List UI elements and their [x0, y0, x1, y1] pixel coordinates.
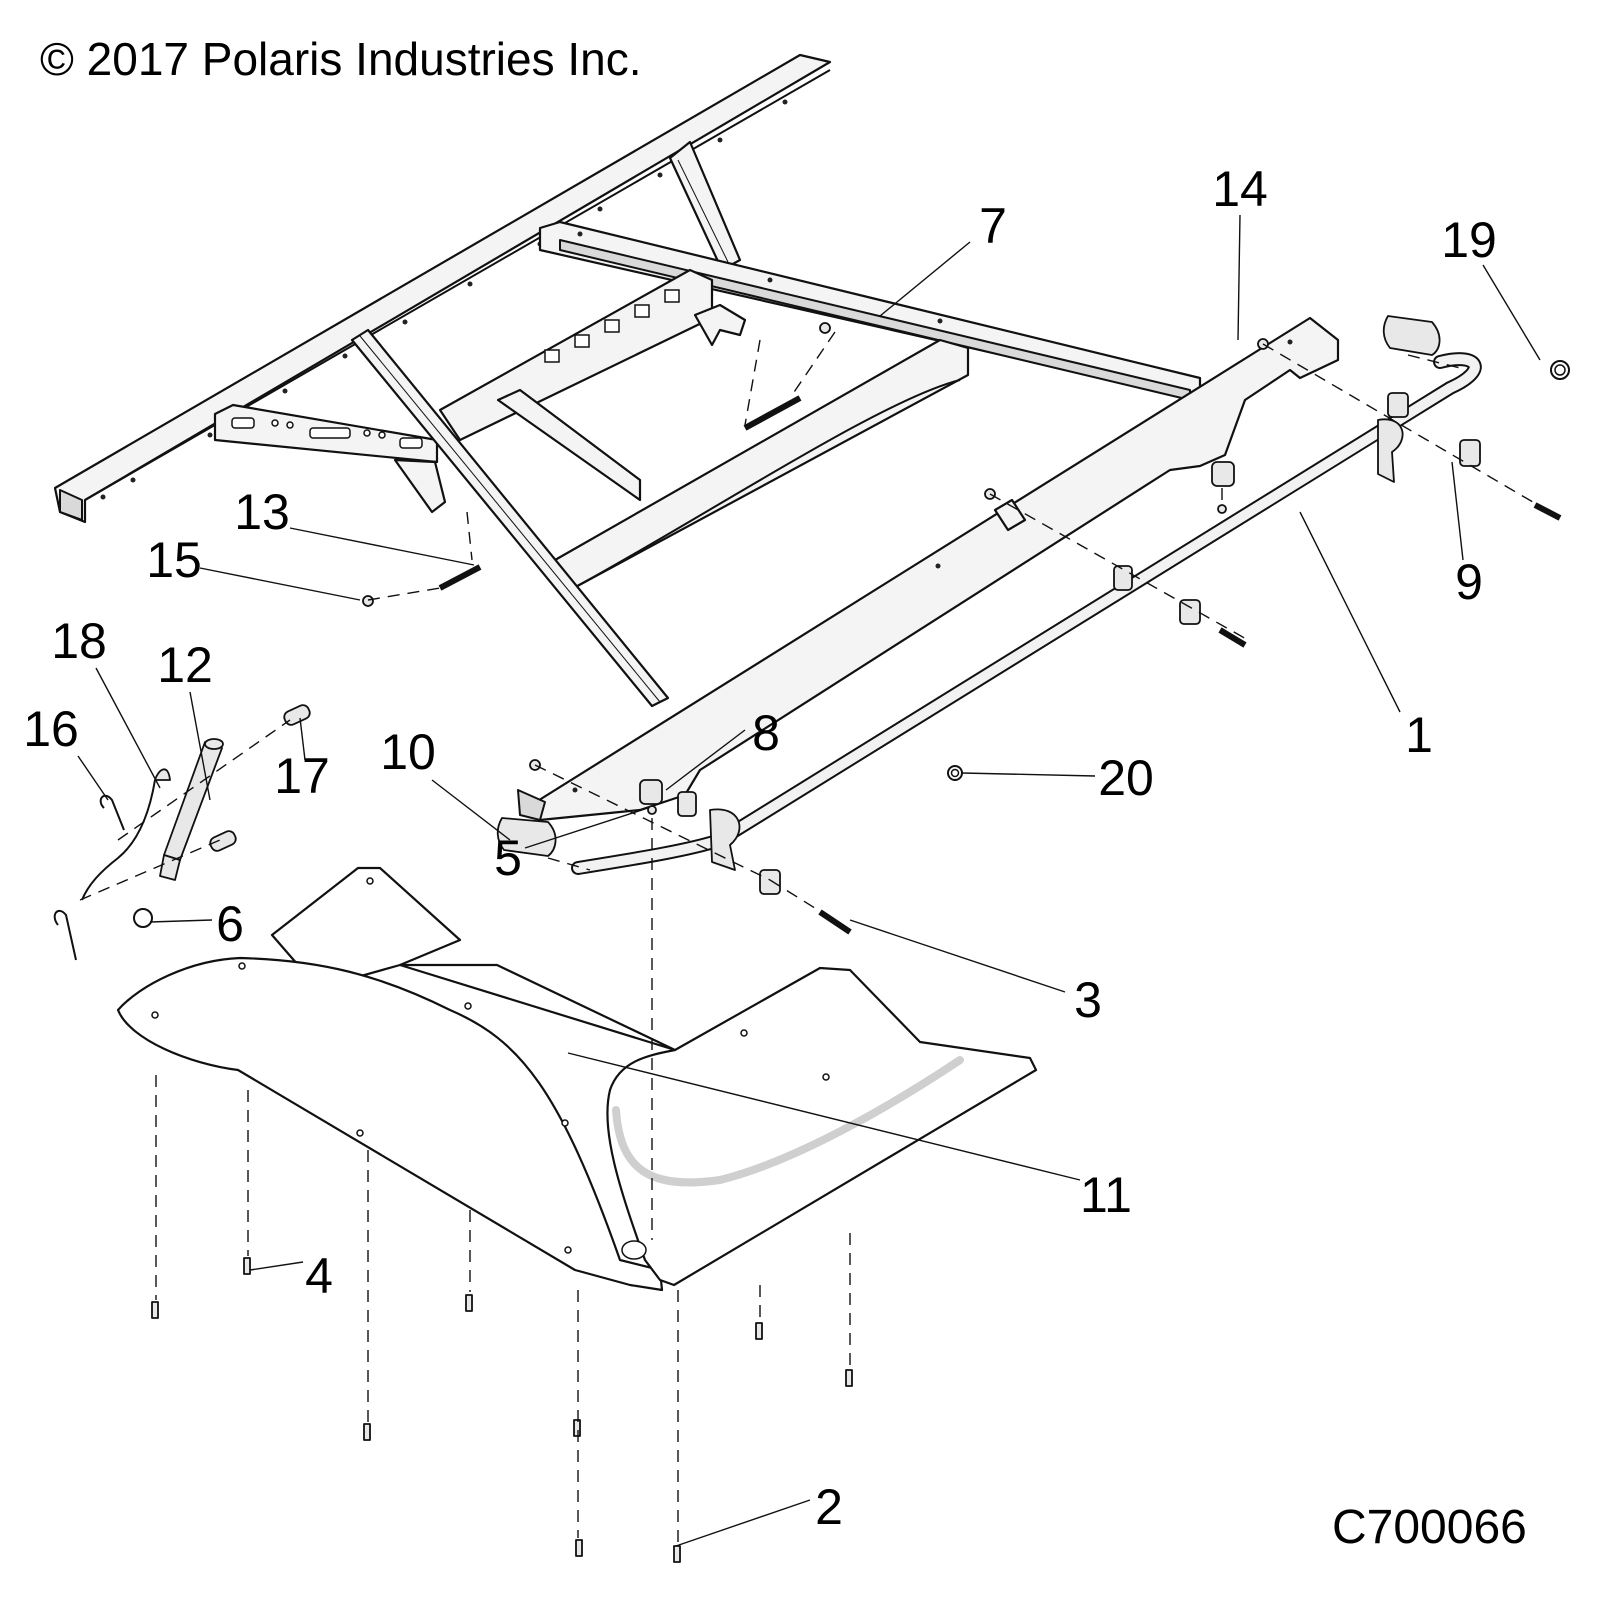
frame-upper-crossmember	[538, 220, 1202, 402]
copyright-notice: © 2017 Polaris Industries Inc.	[40, 33, 642, 85]
part-9-clamps	[677, 392, 1481, 895]
part-1-pivot-rod	[571, 352, 1482, 875]
part-18-lanyard	[81, 768, 171, 901]
frame-upright-post	[668, 140, 742, 272]
part-10-sleeves	[496, 315, 1441, 857]
callout-17: 17	[274, 748, 330, 804]
assembly-lines	[79, 331, 1556, 1544]
callout-16: 16	[23, 701, 79, 757]
part-8-rubber-bumpers	[639, 461, 1235, 805]
leader-lines	[77, 214, 1541, 1547]
hardware-nuts-bolts	[362, 322, 1562, 935]
callout-6: 6	[216, 896, 244, 952]
callout-12: 12	[157, 637, 213, 693]
callout-3: 3	[1074, 972, 1102, 1028]
callout-18: 18	[51, 613, 107, 669]
diagram-code: C700066	[1332, 1501, 1527, 1554]
frame-lower-rail	[517, 316, 1340, 822]
callout-10: 10	[380, 724, 436, 780]
part-16-hair-pins	[53, 794, 125, 961]
callout-13: 13	[234, 484, 290, 540]
callout-4: 4	[305, 1248, 333, 1304]
callout-9: 9	[1455, 554, 1483, 610]
callout-5: 5	[494, 830, 522, 886]
callout-1: 1	[1405, 707, 1433, 763]
part-19-20-torsion-springs	[947, 360, 1570, 781]
frame-vented-channel	[438, 268, 747, 442]
callout-8: 8	[752, 705, 780, 761]
frame-middle-rails	[496, 338, 970, 592]
frame-diagonal-strut	[350, 328, 670, 708]
part-6-clip-ring	[133, 908, 153, 928]
callout-14: 14	[1212, 161, 1268, 217]
callout-20: 20	[1098, 750, 1154, 806]
part-12-gas-strut	[159, 738, 224, 881]
callout-19: 19	[1441, 212, 1497, 268]
part-2-4-screws	[151, 1257, 853, 1563]
part-11-skid-plate	[116, 866, 1038, 1292]
callout-11: 11	[1080, 1167, 1132, 1223]
callout-15: 15	[146, 532, 202, 588]
part-17-pins	[209, 704, 311, 852]
frame-main-rail	[53, 53, 832, 524]
callout-2: 2	[815, 1479, 843, 1535]
frame-left-bracket	[213, 403, 447, 514]
callout-7: 7	[979, 198, 1007, 254]
